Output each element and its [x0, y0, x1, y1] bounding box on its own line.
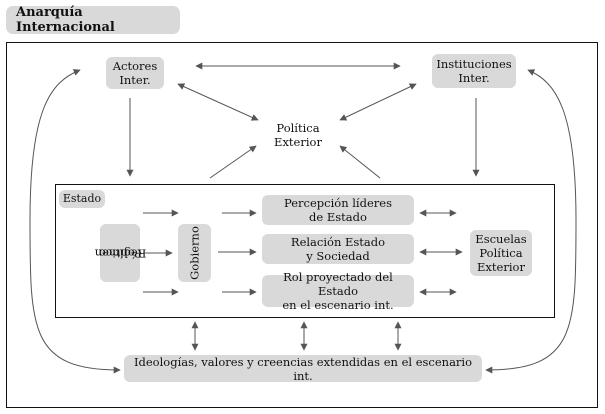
actores-line-1: Actores — [112, 59, 158, 73]
actores-line-2: Inter. — [119, 73, 151, 87]
relacion-line-2: y Sociedad — [306, 249, 370, 263]
gobierno-text: Gobierno — [187, 226, 201, 280]
international-anarchy-frame — [6, 42, 598, 408]
politica-line-2: Exterior — [274, 135, 322, 149]
percepcion-line-1: Percepción líderes — [284, 196, 392, 210]
diagram-title: Anarquía Internacional — [6, 5, 180, 35]
estado-label: Estado — [59, 190, 105, 208]
ideologias-text: Ideologías, valores y creencias extendid… — [133, 354, 473, 383]
relacion-line-1: Relación Estado — [290, 235, 386, 249]
regimen-line-2: Político — [98, 246, 142, 261]
estado-label-text: Estado — [62, 192, 102, 205]
politica-line-1: Política — [276, 121, 320, 135]
instituciones-line-2: Inter. — [458, 71, 490, 85]
instituciones-line-1: Instituciones — [436, 57, 512, 71]
rol-line-2: en el escenario int. — [282, 298, 394, 312]
diagram-title-text: Anarquía Internacional — [16, 5, 115, 35]
gobierno-node: Gobierno — [178, 224, 211, 282]
escuelas-line-3: Exterior — [477, 260, 525, 274]
ideologias-node: Ideologías, valores y creencias extendid… — [124, 354, 482, 383]
escuelas-line-1: Escuelas — [475, 232, 527, 246]
rol-line-1: Rol proyectado del Estado — [283, 270, 393, 298]
escuelas-line-2: Política — [479, 246, 523, 260]
percepcion-line-2: de Estado — [309, 210, 367, 224]
